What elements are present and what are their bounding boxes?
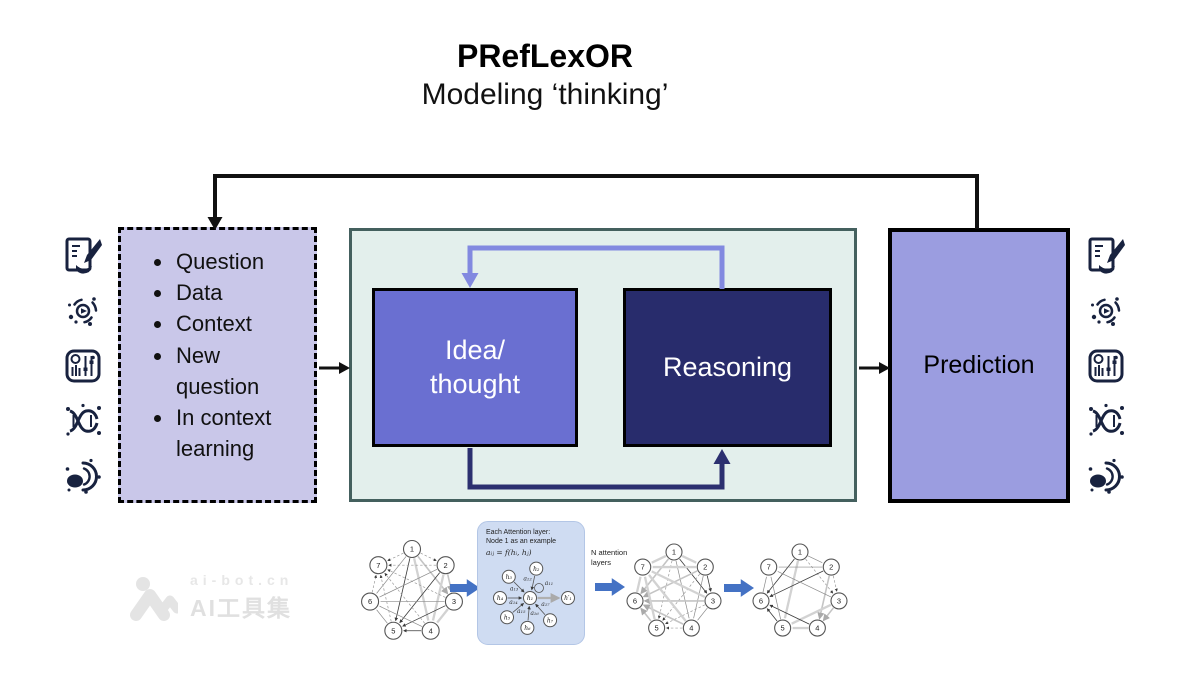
icon-column-left (63, 236, 103, 496)
svg-text:4: 4 (815, 624, 819, 633)
svg-text:1: 1 (410, 545, 414, 554)
svg-text:h₄: h₄ (497, 595, 504, 602)
svg-text:7: 7 (641, 563, 645, 572)
svg-text:a₁₇: a₁₇ (541, 601, 550, 608)
svg-text:6: 6 (759, 597, 763, 606)
prediction-box: Prediction (888, 228, 1070, 503)
annotate-document-icon (1086, 236, 1126, 276)
svg-text:5: 5 (391, 626, 395, 635)
svg-text:a₁₅: a₁₅ (517, 608, 526, 615)
microphone-organism-icon (63, 456, 103, 496)
input-list-item: New question (174, 340, 300, 402)
svg-text:a₁₂: a₁₂ (523, 576, 532, 583)
svg-text:h′₁: h′₁ (564, 595, 572, 602)
svg-text:a₁₄: a₁₄ (509, 599, 518, 606)
sparse-attention-graph: 1 2 3 4 5 6 7 (752, 543, 848, 637)
svg-text:5: 5 (781, 624, 785, 633)
microphone-organism-icon (1086, 456, 1126, 496)
equalizer-panel-icon (63, 346, 103, 386)
attention-layer-panel: Each Attention layer: Node 1 as an examp… (477, 521, 585, 645)
attention-formula: aᵢⱼ = f(hᵢ, hⱼ) (486, 547, 532, 557)
flow-arrow-3 (724, 578, 754, 598)
watermark-name: AI工具集 (190, 595, 292, 621)
svg-text:h₂: h₂ (533, 566, 540, 573)
input-list: QuestionDataContextNew questionIn contex… (174, 246, 300, 465)
svg-text:5: 5 (655, 624, 659, 633)
svg-text:2: 2 (703, 563, 707, 572)
input-list-item: Context (174, 308, 300, 339)
icon-column-right (1086, 236, 1126, 496)
prediction-label: Prediction (923, 351, 1035, 379)
svg-text:4: 4 (429, 626, 433, 635)
radar-target-icon (63, 291, 103, 331)
equalizer-panel-icon (1086, 346, 1126, 386)
dna-icon (63, 401, 103, 441)
idea-thought-box: Idea/ thought (372, 288, 578, 447)
attention-panel-line1: Each Attention layer: (486, 529, 551, 536)
intermediate-attention-graph: 1 2 3 4 5 6 7 (626, 543, 722, 637)
watermark-logo-icon (130, 576, 178, 621)
feedback-loop-arrow (213, 174, 979, 229)
diagram-title: PRefLexOR (456, 38, 634, 74)
attention-panel-line2: Node 1 as an example (486, 538, 557, 546)
diagram-subtitle: Modeling ‘thinking’ (421, 78, 669, 111)
svg-text:a₁₁: a₁₁ (545, 580, 553, 587)
svg-text:7: 7 (767, 563, 771, 572)
svg-text:h₁: h₁ (527, 595, 533, 602)
full-attention-graph: 1 2 3 4 5 6 7 (361, 539, 463, 640)
svg-text:3: 3 (452, 597, 456, 606)
radar-target-icon (1086, 291, 1126, 331)
reasoning-box: Reasoning (623, 288, 832, 447)
watermark: ai-bot.cn AI工具集 (130, 572, 293, 623)
svg-text:a₁₃: a₁₃ (510, 586, 519, 593)
dna-icon (1086, 401, 1126, 441)
input-box: QuestionDataContextNew questionIn contex… (118, 227, 317, 503)
watermark-site: ai-bot.cn (190, 572, 294, 588)
svg-text:1: 1 (798, 548, 802, 557)
n-attention-layers-label: N attention layers (591, 548, 628, 568)
input-list-item: In context learning (174, 402, 300, 464)
input-list-item: Data (174, 277, 300, 308)
flow-arrow-1 (450, 578, 480, 598)
svg-text:h₇: h₇ (547, 617, 554, 624)
svg-text:h₅: h₅ (504, 614, 511, 621)
annotate-document-icon (63, 236, 103, 276)
svg-text:6: 6 (633, 597, 637, 606)
svg-text:2: 2 (444, 561, 448, 570)
reasoning-label: Reasoning (662, 351, 793, 382)
svg-text:h₃: h₃ (506, 574, 513, 581)
input-list-item: Question (174, 246, 300, 277)
svg-text:3: 3 (837, 597, 841, 606)
flow-arrow-2 (595, 577, 625, 597)
svg-text:6: 6 (368, 597, 372, 606)
svg-text:7: 7 (376, 561, 380, 570)
svg-text:a₁₆: a₁₆ (530, 610, 539, 617)
svg-text:4: 4 (689, 624, 693, 633)
title-block: PRefLexOR Modeling ‘thinking’ (0, 36, 1090, 114)
svg-text:2: 2 (829, 563, 833, 572)
svg-text:1: 1 (672, 548, 676, 557)
idea-thought-label: Idea/ thought (429, 334, 521, 399)
svg-text:3: 3 (711, 597, 715, 606)
svg-text:h₆: h₆ (524, 625, 531, 632)
